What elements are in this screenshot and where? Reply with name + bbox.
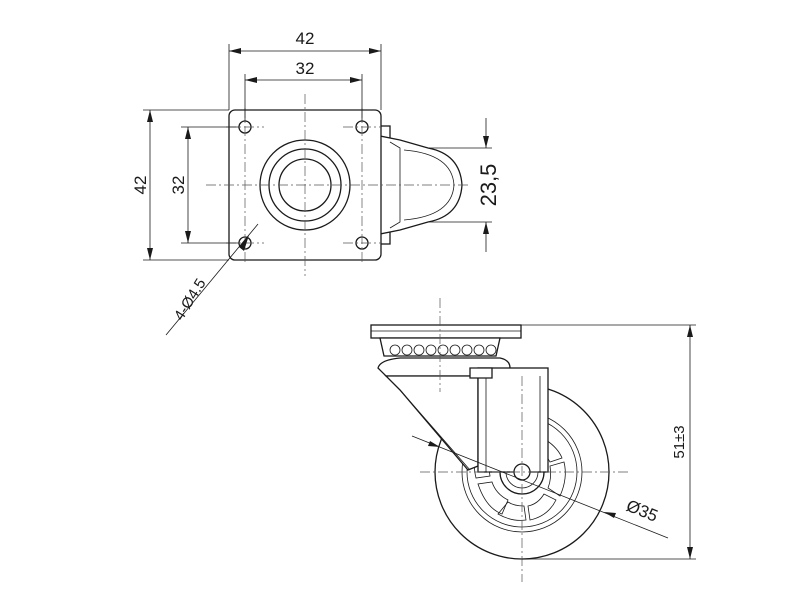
dimension-plate-height: 42	[131, 109, 229, 261]
side-view: 51±3 Ø35	[370, 298, 696, 582]
dimension-swivel-offset: 23,5	[428, 118, 501, 252]
side-view-centerlines	[420, 298, 628, 582]
side-view-fork	[384, 367, 549, 481]
dimension-hole-spacing-vertical: 32	[169, 126, 239, 244]
top-view-centerlines	[206, 94, 470, 276]
dimension-text-plate-width: 42	[296, 29, 315, 48]
dimension-text-plate-height: 42	[131, 176, 150, 195]
side-view-top-plate	[370, 324, 522, 339]
dimension-total-height: 51±3	[521, 324, 696, 560]
dimension-text-hole-spacing-horizontal: 32	[296, 59, 315, 78]
dimension-plate-width: 42	[228, 29, 382, 110]
dimension-text-total-height: 51±3	[671, 425, 688, 458]
dimension-text-hole-spacing-vertical: 32	[169, 176, 188, 195]
top-view: 42 32 42 32	[131, 29, 501, 336]
dimension-text-wheel-diameter: Ø35	[624, 496, 661, 526]
dimension-text-swivel-offset: 23,5	[476, 164, 501, 207]
hole-callout-text: 4-Ø4.5	[171, 276, 210, 324]
hole-callout: 4-Ø4.5	[165, 223, 259, 336]
dimension-hole-spacing-horizontal: 32	[244, 59, 363, 121]
